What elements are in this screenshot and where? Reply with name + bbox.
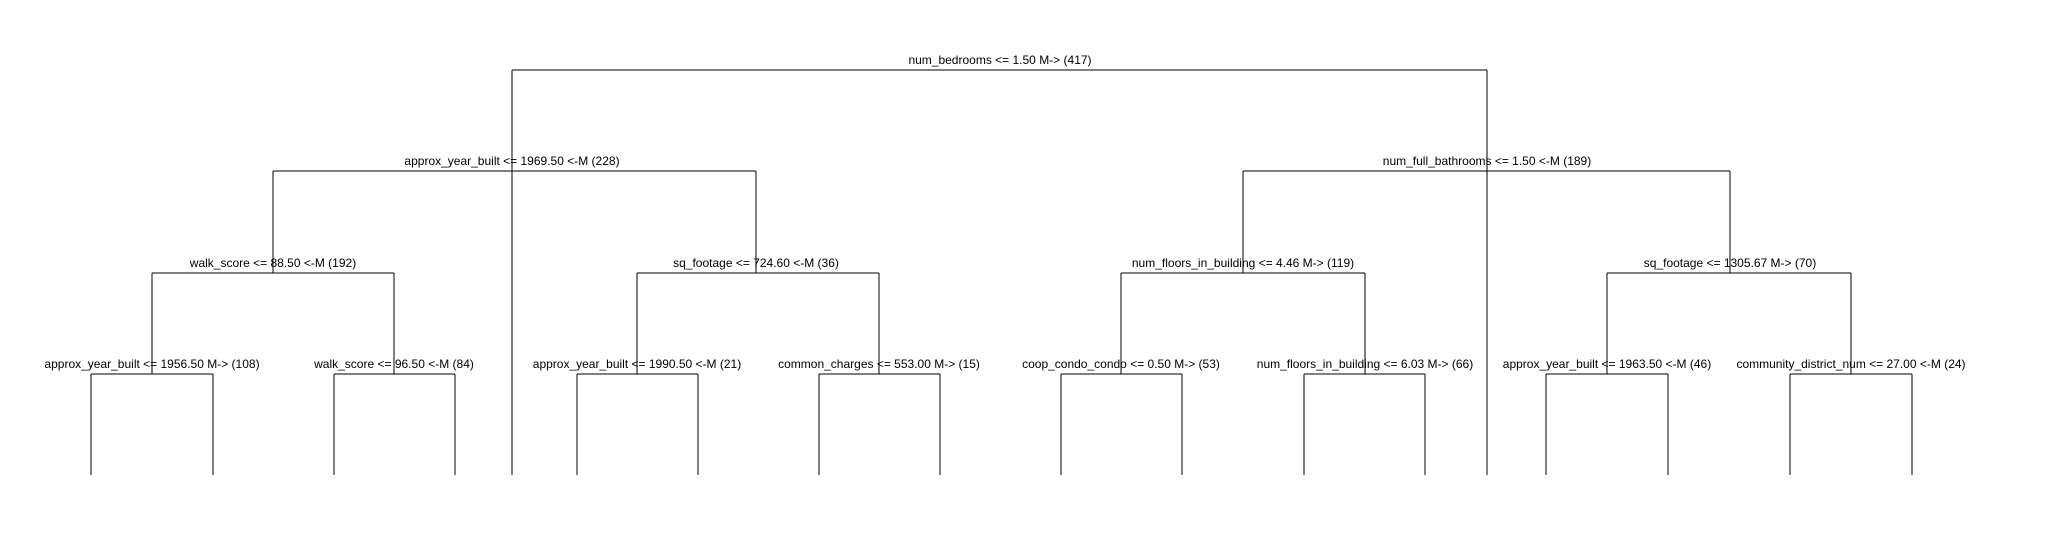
split-label-lr: sq_footage <= 724.60 <-M (36) bbox=[673, 256, 839, 270]
split-label-rr: sq_footage <= 1305.67 M-> (70) bbox=[1644, 256, 1816, 270]
split-label-l: approx_year_built <= 1969.50 <-M (228) bbox=[404, 154, 619, 168]
tree-labels: num_bedrooms <= 1.50 M-> (417) approx_yea… bbox=[44, 53, 1965, 371]
split-label-rrr: community_district_num <= 27.00 <-M (24) bbox=[1736, 357, 1965, 371]
split-label-llr: walk_score <= 96.50 <-M (84) bbox=[313, 357, 474, 371]
split-label-rl: num_floors_in_building <= 4.46 M-> (119) bbox=[1132, 256, 1354, 270]
split-label-ll: walk_score <= 88.50 <-M (192) bbox=[189, 256, 356, 270]
split-label-lll: approx_year_built <= 1956.50 M-> (108) bbox=[44, 357, 259, 371]
split-label-rlr: num_floors_in_building <= 6.03 M-> (66) bbox=[1257, 357, 1473, 371]
split-label-rrl: approx_year_built <= 1963.50 <-M (46) bbox=[1503, 357, 1711, 371]
split-label-r: num_full_bathrooms <= 1.50 <-M (189) bbox=[1383, 154, 1591, 168]
split-label-lrr: common_charges <= 553.00 M-> (15) bbox=[778, 357, 980, 371]
tree-edges bbox=[90, 69, 1913, 475]
split-label-lrl: approx_year_built <= 1990.50 <-M (21) bbox=[533, 357, 741, 371]
split-label-root: num_bedrooms <= 1.50 M-> (417) bbox=[908, 53, 1091, 67]
split-label-rll: coop_condo_condo <= 0.50 M-> (53) bbox=[1022, 357, 1220, 371]
